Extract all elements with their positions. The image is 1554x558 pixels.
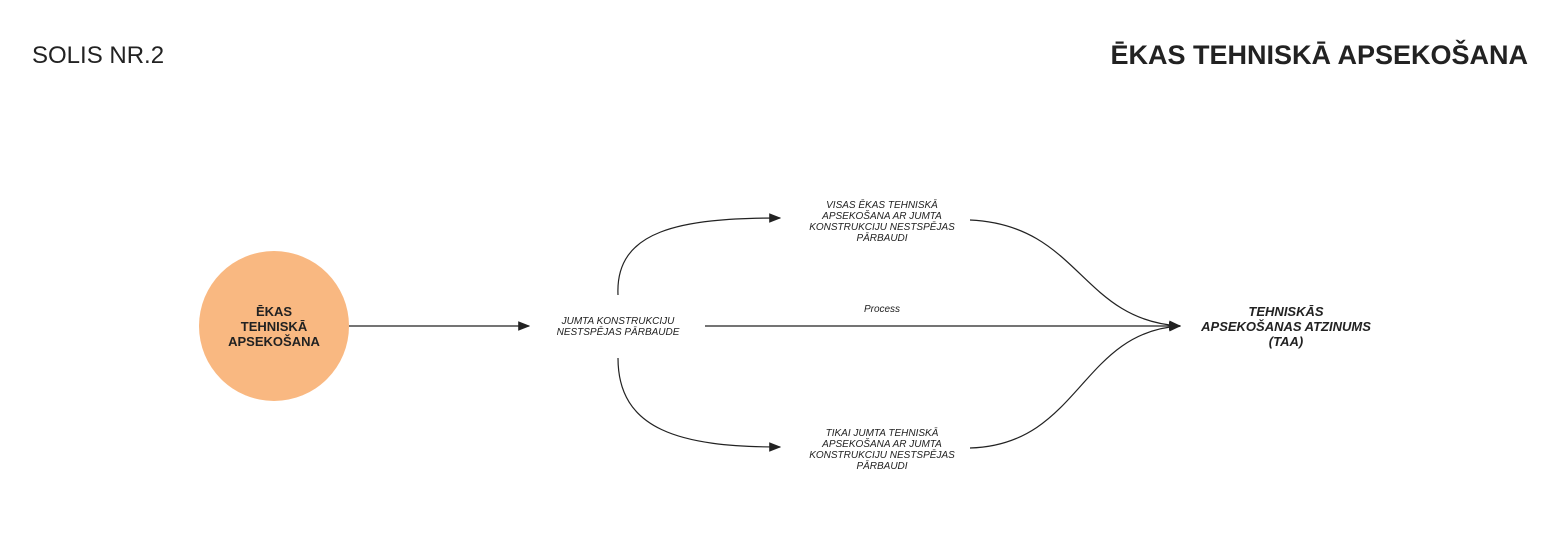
page-title: ĒKAS TEHNISKĀ APSEKOŠANA bbox=[1110, 40, 1528, 70]
step-label: SOLIS NR.2 bbox=[32, 42, 165, 69]
start-circle[interactable] bbox=[199, 251, 349, 401]
result-node[interactable]: TEHNISKĀS APSEKOŠANAS ATZINUMS (TAA) bbox=[1201, 304, 1371, 349]
edge-roof-to-result bbox=[969, 321, 1182, 449]
edge-full-to-result bbox=[969, 219, 1182, 331]
check-node[interactable]: JUMTA KONSTRUKCIJU NESTSPĒJAS PĀRBAUDE bbox=[556, 316, 680, 338]
roof-inspection-node[interactable]: TIKAI JUMTA TEHNISKĀ APSEKOŠANA AR JUMTA… bbox=[809, 428, 955, 472]
edge-check-to-full bbox=[617, 213, 782, 296]
process-edge-label: Process bbox=[863, 304, 901, 315]
start-node-label: ĒKAS TEHNISKĀ APSEKOŠANA bbox=[228, 304, 320, 349]
edge-check-to-roof bbox=[617, 357, 782, 452]
full-inspection-node[interactable]: VISAS ĒKAS TEHNISKĀ APSEKOŠANA AR JUMTA … bbox=[809, 200, 955, 244]
